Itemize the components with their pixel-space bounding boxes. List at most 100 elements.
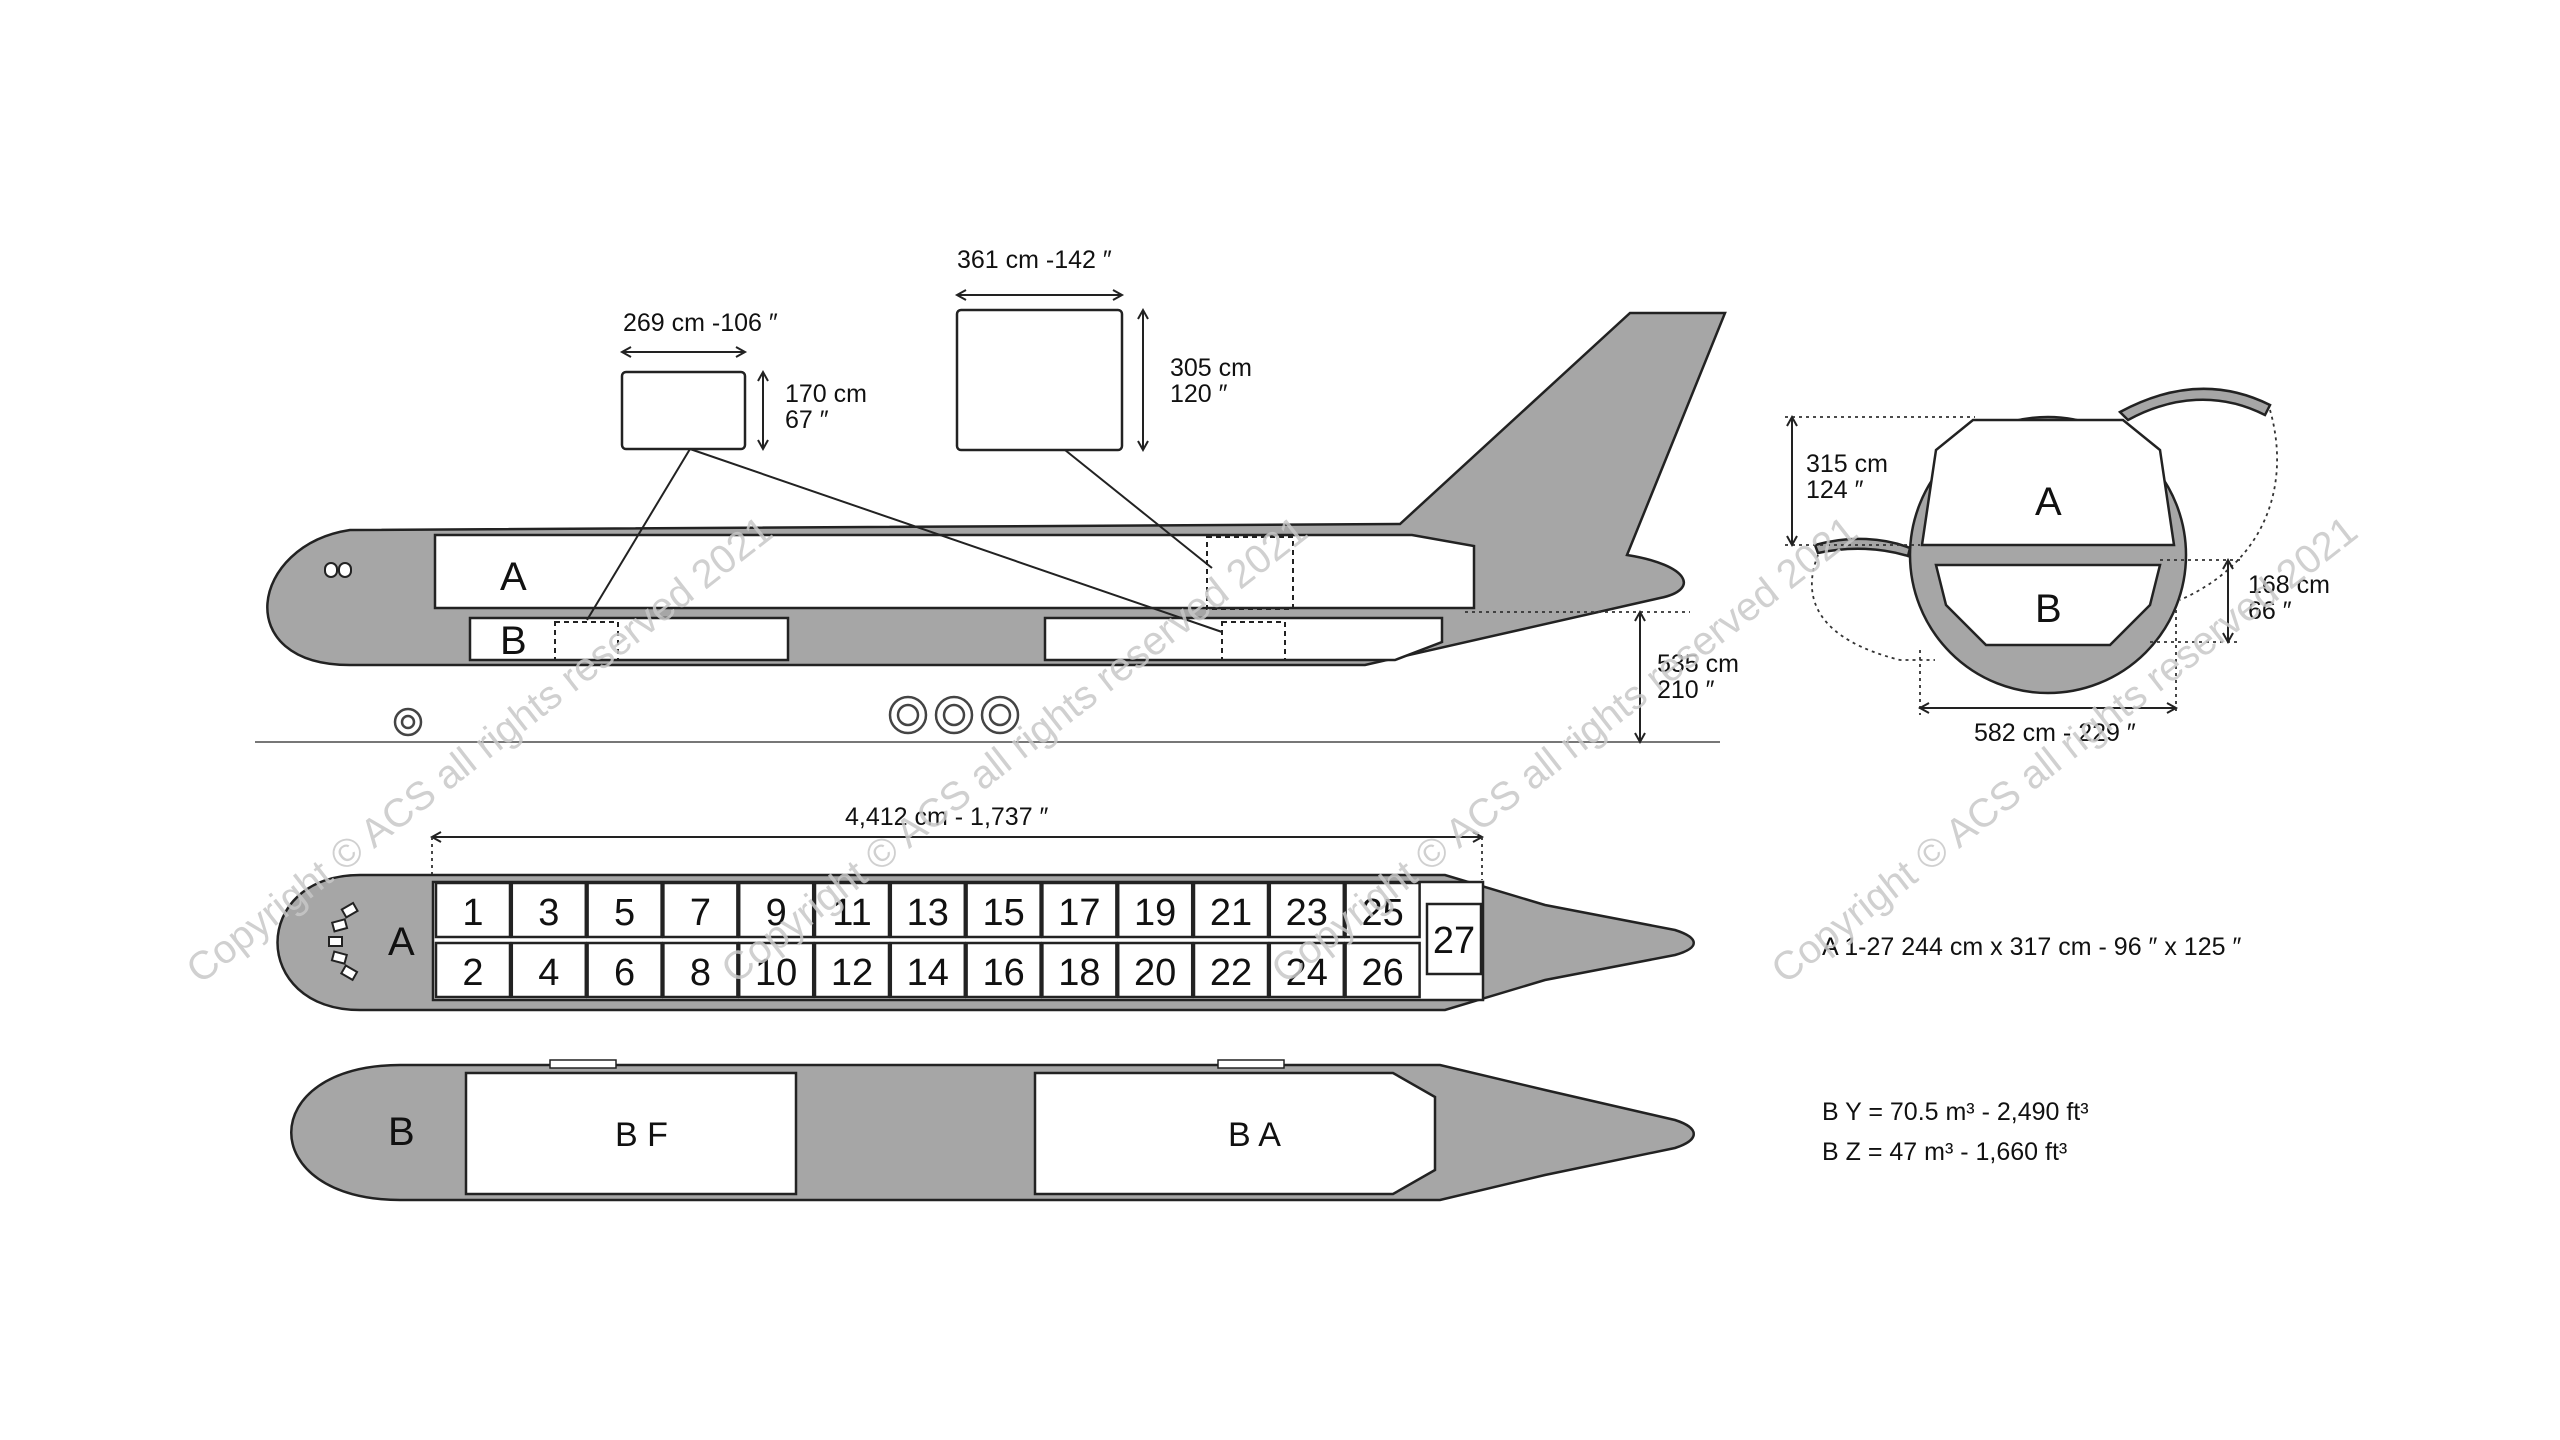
pallet-position-16	[965, 941, 1042, 999]
pallet-position-25-label: 25	[1361, 892, 1403, 934]
cross-main-label: A	[2035, 480, 2062, 524]
pallet-position-21-label: 21	[1210, 892, 1252, 934]
pallet-position-10	[737, 941, 815, 999]
small-pallet-height-in: 67 ″	[785, 406, 829, 434]
lower-aft-hold	[1043, 616, 1444, 662]
main-deck-plan-label: A	[388, 920, 415, 964]
main-deck-hold	[433, 533, 1476, 610]
pallet-position-24	[1268, 941, 1346, 999]
pallet-position-16-label: 16	[982, 952, 1024, 994]
pallet-position-2-label: 2	[462, 952, 483, 994]
pallet-position-18-label: 18	[1058, 952, 1100, 994]
pallet-position-5-label: 5	[614, 892, 635, 934]
pallet-position-13-label: 13	[907, 892, 949, 934]
pallet-position-19	[1116, 881, 1194, 939]
pallet-position-20-label: 20	[1134, 952, 1176, 994]
side-main-deck-label: A	[500, 555, 527, 599]
forward-hold	[464, 1071, 798, 1196]
sill-height-cm: 535 cm	[1657, 650, 1739, 678]
cross-width-label: 582 cm - 229 ″	[1974, 719, 2136, 747]
pallet-position-18	[1041, 941, 1118, 999]
pallet-position-4	[510, 941, 588, 999]
large-pallet-height-cm: 305 cm	[1170, 354, 1252, 382]
pallet-position-25	[1344, 881, 1421, 939]
pallet-position-26-label: 26	[1361, 952, 1403, 994]
pallet-position-9	[737, 881, 815, 939]
pallet-position-1	[434, 881, 512, 939]
pallet-position-17	[1041, 881, 1118, 939]
pallet-position-22-label: 22	[1210, 952, 1252, 994]
cockpit-seats-icon	[328, 901, 359, 982]
cross-section-lower-deck	[1934, 563, 2162, 647]
pallet-position-3-label: 3	[538, 892, 559, 934]
pallet-position-15	[965, 881, 1042, 939]
pallet-position-4-label: 4	[538, 952, 559, 994]
cargo-door-open	[2117, 387, 2272, 422]
pallet-position-10-label: 10	[755, 952, 797, 994]
pallet-position-12-label: 12	[831, 952, 873, 994]
pallet-position-23	[1268, 881, 1346, 939]
cross-main-height-cm: 315 cm	[1806, 450, 1888, 478]
pallet-position-15-label: 15	[982, 892, 1024, 934]
main-deck-spec: A 1-27 244 cm x 317 cm - 96 ″ x 125 ″	[1822, 933, 2241, 961]
small-pallet-height-cm: 170 cm	[785, 380, 867, 408]
pallet-position-14	[889, 941, 967, 999]
large-pallet-leader	[1064, 449, 1213, 569]
pallet-position-3	[510, 881, 588, 939]
pallet-position-21	[1192, 881, 1270, 939]
pallet-position-8	[662, 941, 739, 999]
forward-hold-label: B F	[615, 1116, 668, 1154]
pallet-position-7-label: 7	[690, 892, 711, 934]
small-pallet-leader	[586, 448, 691, 621]
cross-lower-height-cm: 168 cm	[2248, 571, 2330, 599]
pallet-position-2	[434, 941, 512, 999]
pallet-position-6	[586, 941, 663, 999]
side-lower-deck-label: B	[500, 619, 527, 663]
pallet-position-22	[1192, 941, 1270, 999]
cross-lower-label: B	[2035, 587, 2062, 631]
aft-hold	[1033, 1071, 1437, 1196]
aft-lower-pallet-position	[1221, 621, 1286, 661]
landing-gear	[393, 695, 1020, 737]
lower-deck-plan: B B F B A B Y = 70.5 m³ - 2,490 ft³ B Z …	[290, 1059, 2089, 1202]
pallet-position-12	[813, 941, 891, 999]
small-pallet-width-label: 269 cm -106 ″	[623, 309, 778, 337]
sill-height-in: 210 ″	[1657, 676, 1715, 704]
cockpit-windows-icon	[324, 562, 352, 578]
fwd-door-open	[1813, 537, 1912, 558]
pallet-position-14-label: 14	[907, 952, 949, 994]
side-view: A B 269 cm -106 ″ 170 cm 67 ″ 361 cm -14…	[255, 246, 1739, 745]
pallet-position-17-label: 17	[1058, 892, 1100, 934]
aft-hold-label: B A	[1228, 1116, 1281, 1154]
pallet-position-9-label: 9	[766, 892, 787, 934]
pallet-position-8-label: 8	[690, 952, 711, 994]
cross-section-main-deck	[1920, 418, 2176, 547]
main-deck-length-label: 4,412 cm - 1,737 ″	[845, 803, 1049, 831]
large-pallet	[955, 308, 1124, 452]
pallet-position-11-label: 11	[832, 892, 871, 934]
pallet-position-1-label: 1	[462, 892, 483, 934]
large-pallet-height-in: 120 ″	[1170, 380, 1228, 408]
small-pallet-position	[554, 621, 619, 661]
bulk-y-spec: B Y = 70.5 m³ - 2,490 ft³	[1822, 1098, 2089, 1126]
large-pallet-width-label: 361 cm -142 ″	[957, 246, 1112, 274]
pallet-position-23-label: 23	[1286, 892, 1328, 934]
pallet-position-6-label: 6	[614, 952, 635, 994]
cross-main-height-in: 124 ″	[1806, 476, 1864, 504]
lower-forward-hold	[468, 616, 790, 662]
pallet-position-13	[889, 881, 967, 939]
pallet-position-7	[662, 881, 739, 939]
pallet-position-26	[1344, 941, 1421, 999]
pallet-position-5	[586, 881, 663, 939]
pallet-position-11	[813, 881, 891, 939]
cross-lower-height-in: 66 ″	[2248, 597, 2292, 625]
pallet-position-27-label: 27	[1433, 920, 1475, 962]
pallet-position-27	[1425, 902, 1483, 976]
bulk-z-spec: B Z = 47 m³ - 1,660 ft³	[1822, 1138, 2067, 1166]
small-pallet	[620, 370, 747, 451]
pallet-position-24-label: 24	[1286, 952, 1328, 994]
pallet-position-19-label: 19	[1134, 892, 1176, 934]
